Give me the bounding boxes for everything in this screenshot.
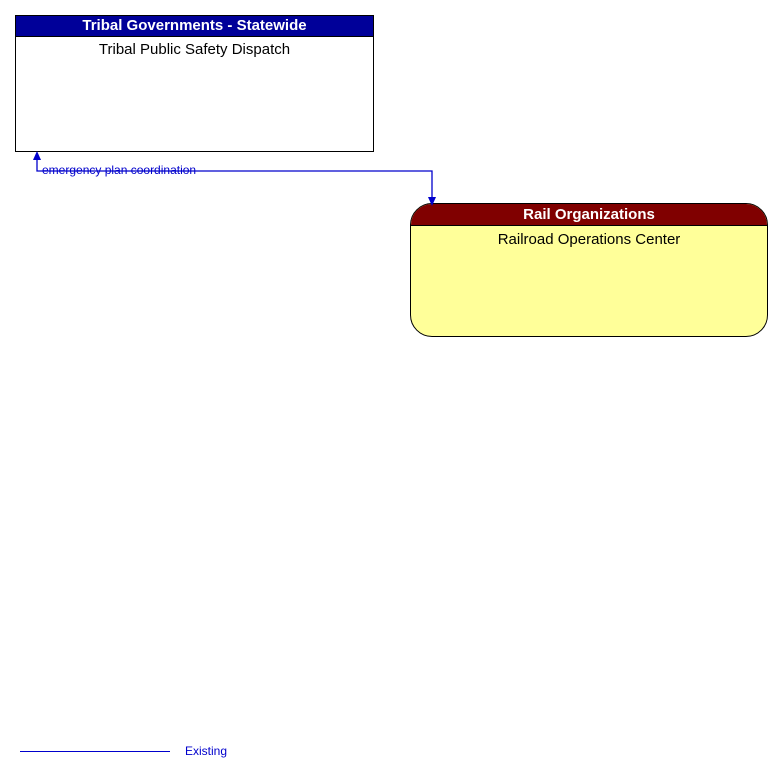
flow-arrowhead-up bbox=[33, 151, 41, 160]
node-element-label-rail: Railroad Operations Center bbox=[497, 231, 681, 248]
node-stakeholder-label-rail: Rail Organizations bbox=[411, 204, 767, 226]
node-stakeholder-label-tribal: Tribal Governments - Statewide bbox=[16, 16, 373, 37]
node-element-label-tribal: Tribal Public Safety Dispatch bbox=[98, 41, 291, 58]
legend-item-existing bbox=[20, 746, 170, 758]
legend-label-existing: Existing bbox=[185, 744, 228, 758]
legend-line-existing bbox=[20, 751, 170, 752]
diagram-canvas: Tribal Governments - Statewide Tribal Pu… bbox=[0, 15, 783, 758]
node-railroad-operations-center[interactable]: Rail Organizations Railroad Operations C… bbox=[410, 203, 768, 337]
flow-label-emergency-plan-coordination: emergency plan coordination bbox=[42, 163, 197, 177]
node-tribal-public-safety-dispatch[interactable]: Tribal Governments - Statewide Tribal Pu… bbox=[15, 15, 374, 152]
legend: Existing bbox=[0, 370, 783, 758]
